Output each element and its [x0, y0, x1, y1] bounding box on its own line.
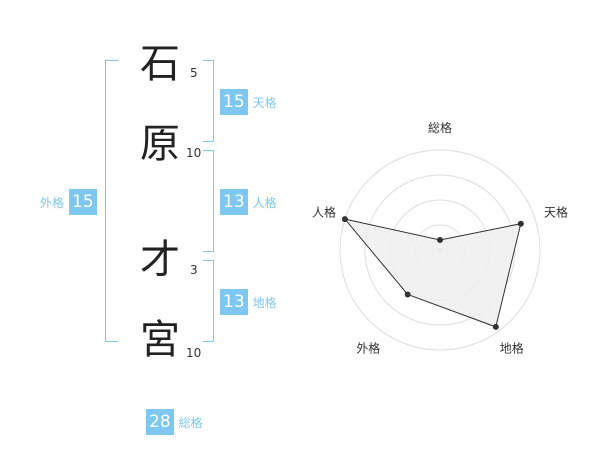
stroke-count-1: 5 — [190, 66, 198, 80]
jinkaku-value: 13 — [220, 189, 248, 215]
radar-point-4 — [404, 291, 411, 298]
jinkaku-badge: 13 人格 — [220, 189, 277, 215]
gaikaku-bracket — [105, 60, 118, 342]
tenkaku-badge: 15 天格 — [220, 89, 277, 115]
radar-ring-3 — [364, 174, 516, 326]
name-char-3: 才 — [140, 237, 180, 283]
radar-area — [343, 218, 522, 328]
radar-label-1: 総格 — [428, 120, 452, 135]
stroke-count-4: 10 — [186, 346, 202, 360]
radar-point-3 — [492, 323, 499, 330]
name-char-4: 宮 — [140, 317, 180, 363]
jinkaku-bracket — [203, 150, 214, 252]
name-char-1: 石 — [140, 41, 180, 87]
soukaku-badge: 28 総格 — [146, 409, 203, 435]
radar-label-3: 地格 — [500, 341, 524, 356]
name-char-2: 原 — [140, 121, 180, 167]
chikaku-bracket — [203, 260, 214, 342]
gaikaku-badge: 外格 15 — [40, 189, 97, 215]
tenkaku-label: 天格 — [252, 95, 277, 110]
chikaku-value: 13 — [220, 289, 248, 315]
gaikaku-value: 15 — [69, 189, 97, 215]
stroke-count-2: 10 — [186, 146, 202, 160]
soukaku-value: 28 — [146, 409, 174, 435]
chikaku-label: 地格 — [252, 295, 277, 310]
radar-label-2: 天格 — [544, 204, 568, 219]
radar-points — [341, 216, 524, 330]
soukaku-label: 総格 — [178, 415, 203, 430]
radar-label-5: 人格 — [312, 204, 336, 219]
radar-point-2 — [517, 220, 524, 227]
stroke-count-3: 3 — [190, 263, 198, 277]
radar-point-5 — [341, 216, 348, 223]
jinkaku-label: 人格 — [252, 195, 277, 210]
gaikaku-label: 外格 — [40, 195, 65, 210]
radar-label-4: 外格 — [356, 341, 380, 356]
tenkaku-bracket — [203, 60, 214, 142]
radar-point-1 — [437, 237, 443, 243]
tenkaku-value: 15 — [220, 89, 248, 115]
radar-ring-4 — [339, 149, 541, 351]
chikaku-badge: 13 地格 — [220, 289, 277, 315]
